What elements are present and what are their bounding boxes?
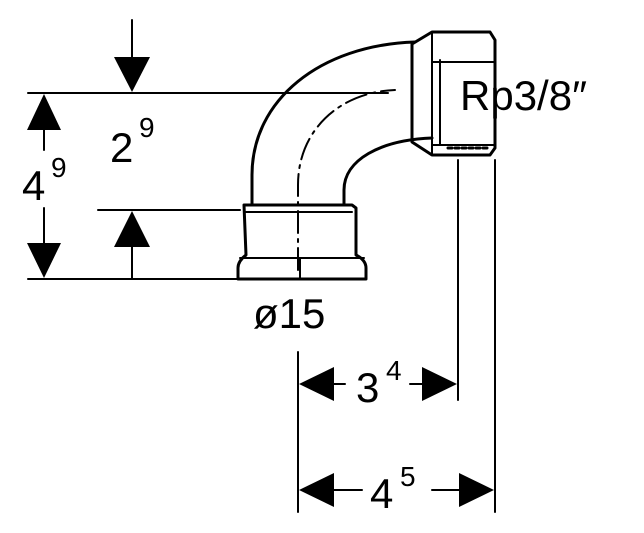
- press-socket: [236, 203, 368, 281]
- total-height-arrow-up: [27, 94, 61, 130]
- elbow-fitting: [236, 30, 497, 281]
- short-offset-value: 3: [356, 364, 379, 411]
- inner-height-superscript: 9: [139, 112, 155, 143]
- height-arrows: [27, 57, 150, 278]
- long-offset-superscript: 5: [400, 461, 416, 492]
- long-offset-arrow-left: [299, 473, 334, 507]
- height-dimensions: [27, 19, 389, 280]
- inner-height-value: 2: [110, 124, 133, 171]
- pipe-diameter-label: ø15: [253, 290, 325, 337]
- total-height-value: 4: [22, 162, 45, 209]
- thread-size-label: Rp3/8″: [460, 72, 587, 119]
- long-offset-value: 4: [370, 470, 393, 517]
- short-offset-superscript: 4: [386, 355, 402, 386]
- total-height-arrow-down: [27, 243, 61, 278]
- short-offset-arrow-right: [422, 367, 457, 401]
- elbow-centerline: [297, 89, 396, 271]
- short-offset-arrow-left: [299, 367, 334, 401]
- offset-dimensions: [297, 159, 496, 513]
- thread-socket-body: [410, 30, 497, 157]
- total-height-superscript: 9: [51, 152, 67, 183]
- inner-height-arrow-up: [114, 211, 150, 247]
- long-offset-arrow-right: [459, 473, 494, 507]
- elbow-outer-contour: [250, 40, 417, 207]
- offset-arrows: [299, 367, 494, 507]
- inner-height-arrow-down: [114, 57, 150, 92]
